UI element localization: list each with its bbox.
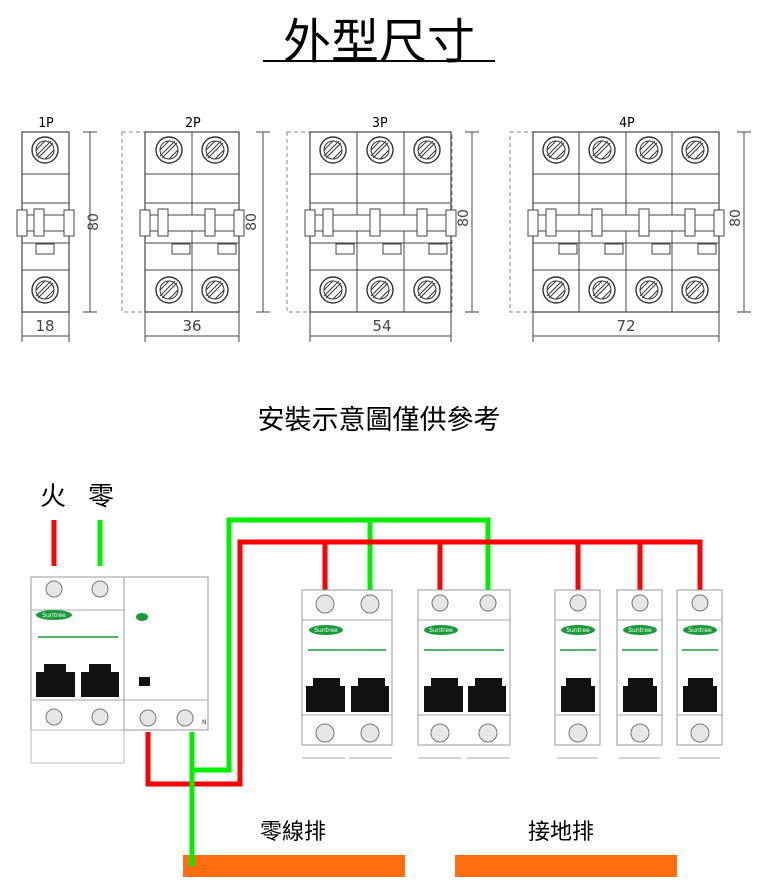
height-label: 80 xyxy=(86,213,102,231)
note-text: 安裝示意圖僅供參考 xyxy=(257,405,501,436)
height-label: 80 xyxy=(456,209,472,227)
poles-label: 4P xyxy=(619,116,635,131)
branch-breaker-2p: Suntree xyxy=(301,589,393,759)
breaker-1p-drawing: 1P 18 80 xyxy=(16,116,102,342)
neutral-bar xyxy=(183,855,405,877)
rcd-module: N xyxy=(123,576,209,731)
width-label: 54 xyxy=(372,317,391,335)
live-bus-wire xyxy=(145,539,703,787)
poles-label: 3P xyxy=(372,116,388,131)
dimension-drawings: 1P 18 80 2P xyxy=(16,116,751,342)
ground-bar xyxy=(455,855,677,877)
breaker-3p-drawing: 3P 54 80 xyxy=(286,116,479,342)
svg-text:N: N xyxy=(202,719,207,726)
neutral-bus-wire xyxy=(192,517,491,773)
branch-breaker-2p: Suntree xyxy=(417,589,511,759)
height-label: 80 xyxy=(728,209,744,227)
svg-text:Suntree: Suntree xyxy=(314,627,338,634)
neutral-label: 零 xyxy=(88,482,114,512)
neutral-bar-label: 零線排 xyxy=(260,820,326,845)
breaker-4p-drawing: 4P 72 80 xyxy=(509,116,751,342)
height-label: 80 xyxy=(244,213,260,231)
title-underline xyxy=(263,60,495,62)
poles-label: 2P xyxy=(185,116,201,131)
ground-bar-label: 接地排 xyxy=(528,820,594,845)
svg-text:Suntree: Suntree xyxy=(688,627,712,634)
svg-text:Suntree: Suntree xyxy=(628,627,652,634)
breaker-2p-drawing: 2P 36 80 xyxy=(121,116,270,342)
width-label: 18 xyxy=(35,317,54,335)
width-label: 36 xyxy=(182,317,201,335)
svg-text:Suntree: Suntree xyxy=(429,627,453,634)
width-label: 72 xyxy=(616,317,635,335)
branch-breaker-1p: Suntree xyxy=(554,589,601,759)
main-breaker: Suntree xyxy=(30,576,125,764)
branch-breaker-1p: Suntree xyxy=(676,589,723,759)
poles-label: 1P xyxy=(38,116,54,131)
svg-text:Suntree: Suntree xyxy=(566,627,590,634)
svg-text:Suntree: Suntree xyxy=(42,612,66,619)
live-label: 火 xyxy=(40,482,66,512)
branch-breaker-1p: Suntree xyxy=(616,589,663,759)
